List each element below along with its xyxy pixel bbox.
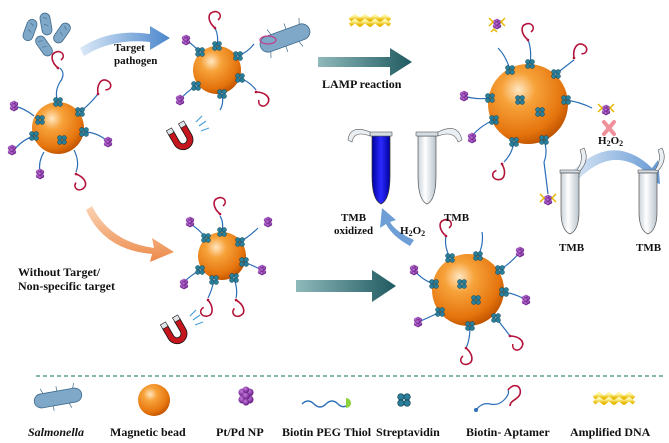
legend-biotin-peg-thiol-label: Biotin PEG Thiol: [282, 425, 372, 439]
legend-ptpd-np-label: Pt/Pd NP: [216, 425, 264, 439]
right-tubes: [559, 120, 665, 235]
legend: [33, 382, 636, 416]
without-target-line1: Without Target/: [18, 265, 101, 279]
bottom-arrow: [296, 270, 396, 302]
magnetic-bead-icon: [138, 384, 170, 416]
bead-without-target: [159, 196, 273, 348]
tmb-oxidized-line2: oxidized: [334, 224, 374, 237]
target-pathogen-line1: Target: [114, 42, 145, 54]
legend-biotin-aptamer-label: Biotin- Aptamer: [466, 425, 550, 439]
bead-with-dna: [459, 17, 615, 206]
legend-amplified-dna-label: Amplified DNA: [570, 425, 651, 439]
amplified-dna-top-icon: [348, 14, 392, 27]
blocked-icon: [602, 120, 616, 136]
h2o2-mid-label: H2O2: [400, 225, 425, 238]
target-arrow: [80, 26, 170, 56]
target-pathogen-line2: pathogen: [114, 54, 158, 67]
bead-with-pathogen: [165, 10, 311, 154]
tmb-right-label-1: TMB: [559, 242, 585, 254]
control-arrow: [86, 206, 174, 262]
magnet-icon: [159, 309, 204, 348]
tmb-right-label-2: TMB: [636, 242, 662, 254]
tube-icon: [415, 128, 463, 205]
magnet-icon: [165, 115, 210, 154]
tube-icon: [559, 147, 587, 235]
bead-bottom-right: [409, 218, 531, 366]
amplified-dna-icon: [592, 392, 636, 405]
tmb-oxidized-line1: TMB: [341, 212, 367, 224]
h2o2-mid-sub2: 2: [421, 229, 426, 238]
ptpd-np-icon: [238, 386, 254, 406]
h2o2-right-label: H2O2: [598, 135, 623, 148]
streptavidin-icon: [397, 393, 411, 407]
h2o2-mid-sub1: 2: [408, 229, 413, 238]
h2o2-right-sub2: 2: [619, 139, 624, 148]
target-pathogen-label: Target pathogen: [114, 42, 157, 67]
without-target-label: Without Target/ Non-specific target: [18, 265, 115, 294]
biotin-aptamer-icon: [474, 384, 522, 412]
without-target-line2: Non-specific target: [18, 278, 115, 293]
salmonella-icon: [33, 382, 83, 411]
lamp-reaction-label: LAMP reaction: [322, 77, 402, 91]
h2o2-mid-h: H: [400, 225, 409, 237]
lamp-arrow: [318, 48, 412, 76]
h2o2-arrow: [380, 208, 414, 246]
biotin-peg-thiol-icon: [301, 398, 351, 408]
legend-magnetic-bead-label: Magnetic bead: [110, 425, 186, 439]
h2o2-right-h: H: [598, 135, 607, 147]
legend-streptavidin-label: Streptavidin: [376, 425, 440, 439]
legend-salmonella-label: Salmonella: [28, 425, 85, 439]
oxidized-tube: [347, 129, 393, 205]
salmonella-cluster-icon: [21, 11, 73, 59]
h2o2-right-sub1: 2: [606, 139, 611, 148]
functionalized-bead-left: [7, 50, 114, 193]
h2o2-right-o: O: [610, 135, 620, 147]
h2o2-mid-o: O: [412, 225, 422, 237]
tmb-oxidized-label: TMB oxidized: [334, 212, 373, 237]
tmb-mid-label: TMB: [444, 212, 470, 224]
